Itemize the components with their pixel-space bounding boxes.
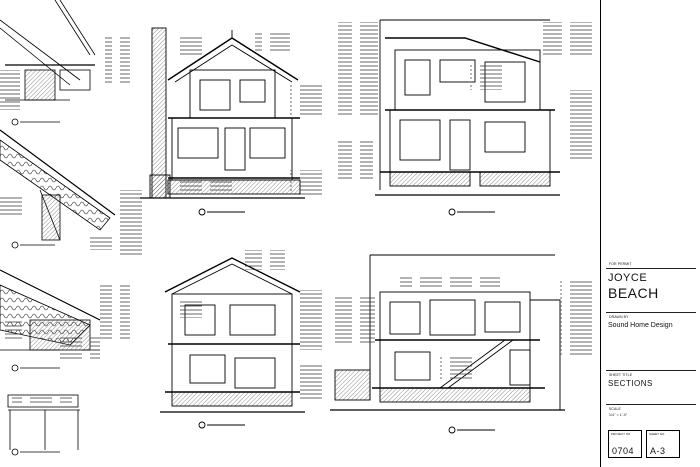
divider: [606, 312, 696, 313]
header-note: FOR PERMIT: [609, 262, 632, 266]
section-upper-center: [140, 27, 330, 216]
detail-mid-left: [0, 269, 130, 372]
detail-bottom-left: [7, 394, 80, 456]
project-number-box: PROJECT NO 0704: [608, 430, 642, 458]
scale-label: SCALE: [609, 407, 621, 411]
project-number-label: PROJECT NO: [611, 432, 631, 436]
section-lower-center: [160, 250, 330, 429]
section-upper-right: [338, 19, 600, 216]
divider: [606, 404, 696, 405]
project-number: 0704: [612, 446, 635, 456]
project-name-line1: JOYCE: [608, 272, 648, 284]
scale-value: 1/4" = 1'-0": [609, 413, 628, 417]
sheet-title-label: SHEET TITLE: [609, 373, 633, 377]
firm-name: Sound Home Design: [608, 322, 673, 329]
drawn-by-label: DRAWN BY: [609, 315, 629, 319]
title-block: FOR PERMIT JOYCE BEACH DRAWN BY Sound Ho…: [600, 0, 700, 467]
sheet-number: A-3: [650, 446, 666, 456]
detail-top-left: [0, 0, 146, 255]
divider: [606, 370, 696, 371]
sheet-number-label: SHEET NO: [649, 432, 665, 436]
divider: [606, 268, 696, 269]
sheet-number-box: SHEET NO A-3: [646, 430, 680, 458]
project-name-line2: BEACH: [608, 285, 659, 301]
section-lower-right: [330, 254, 598, 434]
sheet-title: SECTIONS: [608, 379, 653, 388]
